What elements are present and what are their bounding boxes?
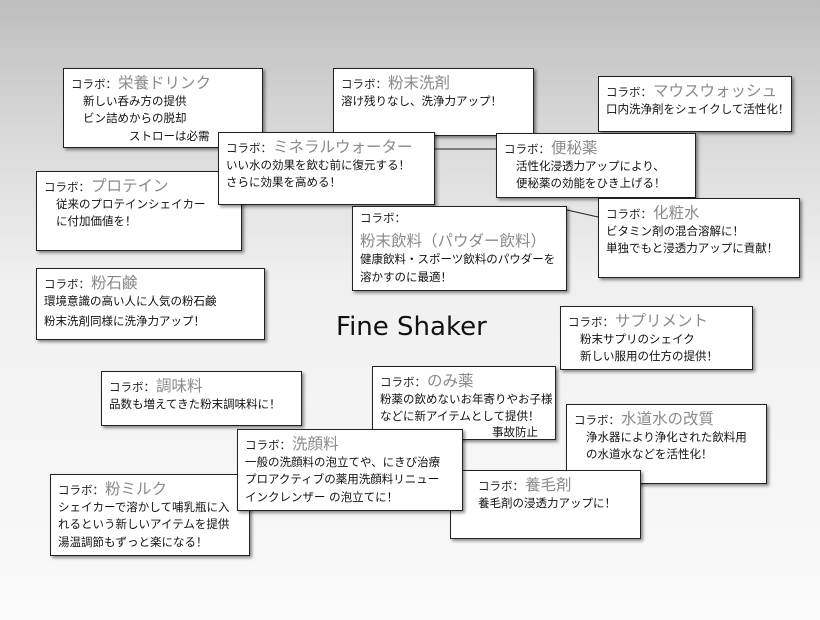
card-prefix: コラボ：: [568, 315, 614, 329]
card-prefix: コラボ：: [58, 483, 104, 497]
card-line: 便秘薬の効能をひき上げる！: [516, 176, 666, 191]
card-line: 粉末サプリのシェイク: [580, 331, 695, 346]
card-header: コラボ：養毛剤: [458, 476, 633, 495]
card-title: 便秘薬: [551, 139, 598, 157]
card-prefix: コラボ：: [574, 413, 620, 427]
card-line: に付加価値を！: [56, 214, 137, 229]
card-kona-sekken: コラボ：粉石鹸 環境意識の高い人に人気の粉石鹸 粉末洗剤同様に洗浄力アップ！: [36, 268, 265, 340]
card-header: コラボ：粉末洗剤: [341, 74, 526, 93]
card-line: 新しい呑み方の提供: [83, 93, 187, 108]
card-title: マウスウォッシュ: [653, 82, 778, 100]
card-line: 従来のプロテインシェイカー: [56, 196, 206, 211]
card-header: コラボ：プロテイン: [44, 177, 234, 196]
card-header: コラボ：便秘薬: [504, 139, 688, 158]
card-header: コラボ：化粧水: [606, 204, 792, 223]
card-line: 単独でもと浸透力アップに貢献！: [606, 241, 779, 256]
card-title: ミネラルウォーター: [273, 138, 413, 156]
card-header: コラボ：洗顔料: [245, 435, 455, 454]
card-keshousui: コラボ：化粧水 ビタミン剤の混合溶解に！ 単独でもと浸透力アップに貢献！: [598, 198, 800, 278]
connector-inryo-keshousui: [566, 209, 599, 218]
card-prefix: コラボ：: [504, 142, 550, 156]
card-supplement: コラボ：サプリメント 粉末サプリのシェイク 新しい服用の仕方の提供！: [560, 306, 753, 370]
card-line: 一般の洗顔料の泡立てや、にきび治療: [245, 454, 441, 469]
card-line: プロアクティブの薬用洗顔料リニュー: [245, 472, 440, 487]
card-title: 養毛剤: [525, 476, 572, 494]
card-line: ビン詰めからの脱却: [83, 111, 187, 126]
card-line: れるという新しいアイテムを提供: [58, 517, 230, 532]
card-title: 粉末洗剤: [388, 74, 451, 92]
card-title: サプリメント: [615, 312, 709, 330]
card-title: 化粧水: [653, 204, 700, 222]
card-prefix: コラボ：: [606, 207, 652, 221]
card-line: 粉薬の飲めないお年寄りやお子様: [380, 391, 553, 406]
card-line: 湯温調節もずっと楽になる！: [58, 535, 208, 550]
card-senganryo: コラボ：洗顔料 一般の洗顔料の泡立てや、にきび治療 プロアクティブの薬用洗顔料リ…: [237, 429, 463, 511]
card-title: 洗顔料: [292, 435, 339, 453]
card-mouthwash: コラボ：マウスウォッシュ 口内洗浄剤をシェイクして活性化！: [598, 76, 792, 132]
card-header: コラボ：粉石鹸: [44, 274, 257, 293]
card-line: ビタミン剤の混合溶解に！: [606, 223, 744, 238]
card-line: さらに効果を高める！: [226, 175, 341, 190]
card-header: コラボ：栄養ドリンク: [71, 74, 255, 93]
card-line: 口内洗浄剤をシェイクして活性化！: [606, 101, 790, 116]
card-line: 環境意識の高い人に人気の粉石鹸: [44, 293, 217, 308]
card-line: 新しい服用の仕方の提供！: [580, 349, 718, 364]
card-line: の水道水などを活性化！: [586, 447, 713, 462]
card-line: 健康飲料・スポーツ飲料のパウダーを: [360, 251, 556, 266]
card-line: シェイカーで溶かして哺乳瓶に入: [58, 499, 230, 514]
card-header: コラボ：マウスウォッシュ: [606, 82, 784, 101]
card-title: 水道水の改質: [621, 410, 715, 428]
card-title: 調味料: [156, 377, 203, 395]
card-prefix: コラボ：: [341, 77, 387, 91]
card-title: 粉石鹸: [91, 274, 138, 292]
card-prefix: コラボ：: [109, 380, 155, 394]
card-line: 溶け残りなし、洗浄力アップ！: [341, 93, 502, 108]
card-line: 養毛剤の浸透力アップに！: [478, 495, 616, 510]
card-header: コラボ：サプリメント: [568, 312, 745, 331]
card-line: 粉末洗剤同様に洗浄力アップ！: [44, 314, 205, 329]
card-mineral-water: コラボ：ミネラルウォーター いい水の効果を飲む前に復元する！ さらに効果を高める…: [218, 132, 435, 205]
card-title: プロテイン: [91, 177, 169, 195]
card-prefix: コラボ：: [245, 438, 291, 452]
card-line: 活性化浸透力アップにより、: [516, 158, 665, 173]
card-funmatsu-senzai: コラボ：粉末洗剤 溶け残りなし、洗浄力アップ！: [333, 68, 534, 136]
card-title: 栄養ドリンク: [118, 74, 212, 92]
card-title: 粉ミルク: [105, 480, 168, 498]
card-line: 品数も増えてきた粉末調味料に！: [109, 396, 281, 411]
card-prefix: コラボ：: [71, 77, 117, 91]
card-line: ストローは必需: [129, 129, 210, 144]
card-header: コラボ：調味料: [109, 377, 294, 396]
card-prefix: コラボ：: [44, 277, 90, 291]
card-header: コラボ：のみ薬: [380, 372, 548, 391]
card-line: 事故防止: [492, 425, 538, 440]
card-kona-milk: コラボ：粉ミルク シェイカーで溶かして哺乳瓶に入 れるという新しいアイテムを提供…: [50, 474, 250, 556]
card-protein: コラボ：プロテイン 従来のプロテインシェイカー に付加価値を！: [36, 171, 242, 251]
card-prefix: コラボ：: [360, 211, 406, 225]
card-title: 粉末飲料（パウダー飲料）: [360, 231, 547, 250]
center-title: Fine Shaker: [336, 312, 487, 342]
card-eiyo-drink: コラボ：栄養ドリンク 新しい呑み方の提供 ビン詰めからの脱却 ストローは必需: [63, 68, 263, 148]
card-header: コラボ：粉ミルク: [58, 480, 242, 499]
card-choumiryo: コラボ：調味料 品数も増えてきた粉末調味料に！: [101, 371, 302, 426]
card-prefix: コラボ：: [478, 479, 524, 493]
card-header: コラボ：ミネラルウォーター: [226, 138, 427, 157]
card-nomigusuri: コラボ：のみ薬 粉薬の飲めないお年寄りやお子様 などに新アイテムとして提供！ 事…: [372, 366, 556, 440]
card-line: などに新アイテムとして提供！: [380, 409, 540, 424]
card-header: コラボ：: [360, 211, 559, 226]
card-prefix: コラボ：: [380, 375, 426, 389]
card-line: 浄水器により浄化された飲料用: [586, 429, 747, 444]
card-yomouzai: コラボ：養毛剤 養毛剤の浸透力アップに！: [450, 470, 641, 539]
card-line: インクレンザー の泡立てに！: [245, 490, 399, 505]
card-prefix: コラボ：: [226, 141, 272, 155]
card-prefix: コラボ：: [44, 180, 90, 194]
card-benpi: コラボ：便秘薬 活性化浸透力アップにより、 便秘薬の効能をひき上げる！: [496, 133, 696, 198]
card-line: いい水の効果を飲む前に復元する！: [226, 157, 410, 172]
card-title: のみ薬: [427, 372, 474, 390]
card-prefix: コラボ：: [606, 85, 652, 99]
card-header: コラボ：水道水の改質: [574, 410, 759, 429]
card-funmatsu-inryo: コラボ： 粉末飲料（パウダー飲料） 健康飲料・スポーツ飲料のパウダーを 溶かすの…: [352, 206, 567, 291]
card-line: 溶かすのに最適！: [360, 269, 452, 284]
